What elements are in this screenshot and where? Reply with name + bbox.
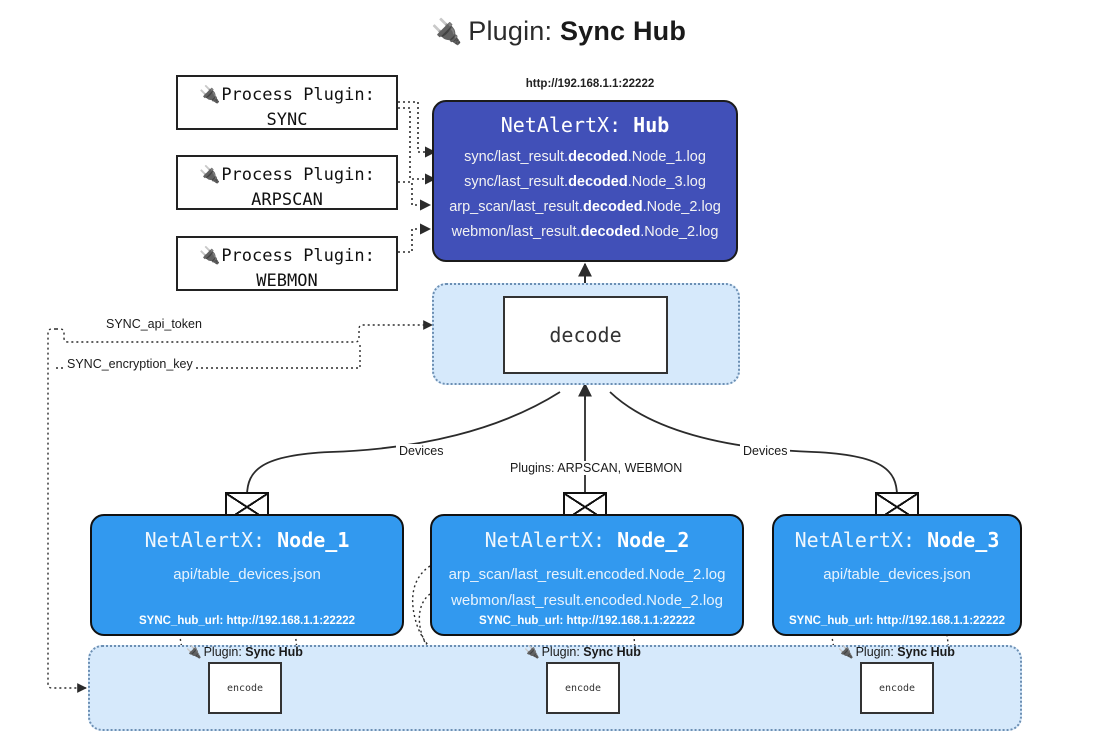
page-title: 🔌Plugin: Sync Hub — [0, 16, 1117, 47]
node-2-box[interactable]: NetAlertX: Node_2 arp_scan/last_result.e… — [430, 514, 744, 636]
decode-box[interactable]: decode — [503, 296, 668, 374]
node-3-line: api/table_devices.json — [823, 566, 971, 583]
hub-log-list: sync/last_result.decoded.Node_1.log sync… — [434, 145, 736, 245]
hub-title: NetAlertX: Hub — [500, 113, 670, 137]
hub-node[interactable]: NetAlertX: Hub sync/last_result.decoded.… — [432, 100, 738, 262]
node-1-lines: api/table_devices.json — [92, 562, 402, 588]
node-2-lines: arp_scan/last_result.encoded.Node_2.log … — [432, 562, 742, 613]
node-3-hub-url: SYNC_hub_url: http://192.168.1.1:22222 — [788, 615, 1006, 627]
node-2-title: NetAlertX: Node_2 — [484, 528, 690, 552]
plug-icon: 🔌 — [838, 645, 854, 659]
process-plugin-sync-line1: 🔌Process Plugin: — [199, 85, 375, 105]
node-2-line: webmon/last_result.encoded.Node_2.log — [451, 591, 723, 609]
encode-box-3[interactable]: encode — [860, 662, 934, 714]
node-1-line: api/table_devices.json — [173, 566, 321, 583]
plug-icon: 🔌 — [199, 165, 221, 184]
process-plugin-arpscan-line1: 🔌Process Plugin: — [199, 165, 375, 185]
encode-box-1[interactable]: encode — [208, 662, 282, 714]
plug-icon: 🔌 — [524, 645, 540, 659]
plug-icon: 🔌 — [430, 18, 463, 46]
hub-url-label: http://192.168.1.1:22222 — [525, 78, 655, 90]
plug-icon: 🔌 — [199, 246, 221, 265]
encoder-2-plugin-label: 🔌Plugin: Sync Hub — [524, 645, 641, 659]
process-plugin-sync-box[interactable]: 🔌Process Plugin: SYNC — [176, 75, 398, 130]
page-title-prefix: Plugin: — [468, 16, 553, 46]
process-plugin-webmon-line2: WEBMON — [256, 270, 318, 291]
node-1-hub-url: SYNC_hub_url: http://192.168.1.1:22222 — [138, 615, 356, 627]
encode-box-2[interactable]: encode — [546, 662, 620, 714]
plug-icon: 🔌 — [199, 85, 221, 104]
node-3-title: NetAlertX: Node_3 — [794, 528, 1000, 552]
process-plugin-webmon-box[interactable]: 🔌Process Plugin: WEBMON — [176, 236, 398, 291]
node-2-hub-url: SYNC_hub_url: http://192.168.1.1:22222 — [478, 615, 696, 627]
hub-log-line: webmon/last_result.decoded.Node_2.log — [451, 223, 719, 240]
sync-encryption-key-label: SYNC_encryption_key — [64, 357, 196, 371]
encoder-3-plugin-label: 🔌Plugin: Sync Hub — [838, 645, 955, 659]
node-1-title: NetAlertX: Node_1 — [144, 528, 350, 552]
process-plugin-webmon-line1: 🔌Process Plugin: — [199, 246, 375, 266]
encoder-1-plugin-label: 🔌Plugin: Sync Hub — [186, 645, 303, 659]
hub-log-line: sync/last_result.decoded.Node_1.log — [464, 149, 706, 165]
node-3-lines: api/table_devices.json — [774, 562, 1020, 588]
sync-api-token-label: SYNC_api_token — [103, 317, 205, 331]
hub-log-line: arp_scan/last_result.decoded.Node_2.log — [449, 198, 721, 215]
devices-left-label: Devices — [396, 444, 447, 458]
node-3-box[interactable]: NetAlertX: Node_3 api/table_devices.json… — [772, 514, 1022, 636]
hub-log-line: sync/last_result.decoded.Node_3.log — [464, 173, 706, 190]
plugins-middle-label: Plugins: ARPSCAN, WEBMON — [507, 461, 686, 475]
process-plugin-arpscan-line2: ARPSCAN — [251, 189, 323, 210]
page-title-name: Sync Hub — [559, 16, 687, 46]
plug-icon: 🔌 — [186, 645, 202, 659]
node-2-line: arp_scan/last_result.encoded.Node_2.log — [448, 566, 726, 583]
process-plugin-arpscan-box[interactable]: 🔌Process Plugin: ARPSCAN — [176, 155, 398, 210]
node-1-box[interactable]: NetAlertX: Node_1 api/table_devices.json… — [90, 514, 404, 636]
devices-right-label: Devices — [740, 444, 791, 458]
process-plugin-sync-line2: SYNC — [266, 109, 308, 130]
